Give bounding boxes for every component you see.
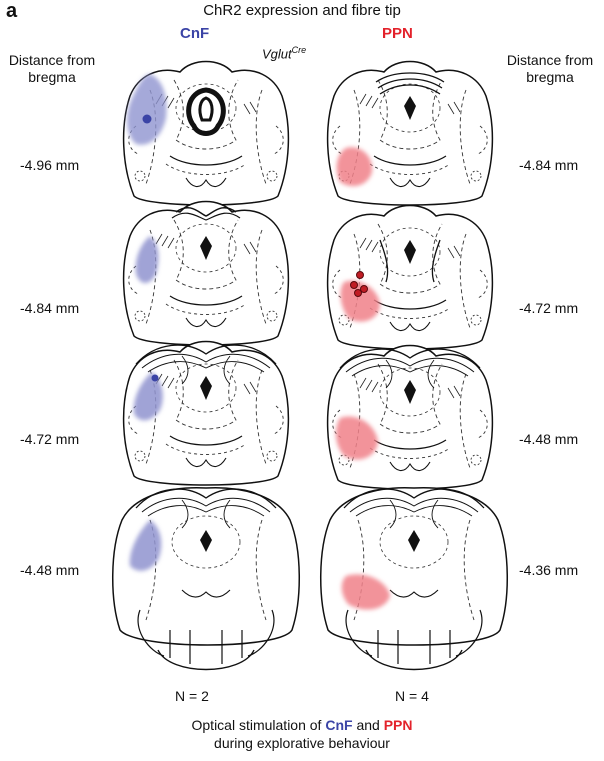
left-level-3: -4.72 mm [20,431,80,447]
caption-ppn: PPN [383,717,413,733]
genotype-label: VglutCre [262,45,306,61]
ppn-fibre-tip-2 [350,281,358,289]
distance-label-left: Distance from bregma [0,52,104,86]
genotype-sup: Cre [291,45,307,55]
figure-caption: Optical stimulation of CnF and PPN durin… [0,716,604,752]
figure-title: ChR2 expression and fibre tip [203,2,401,19]
caption-line2: during explorative behaviour [214,735,390,751]
distance-label-line2: bregma [28,69,76,85]
left-level-2: -4.84 mm [20,300,80,316]
ppn-header: PPN [382,25,413,42]
panel-letter: a [6,0,18,22]
caption-line1: Optical stimulation of CnF and PPN [0,716,604,734]
cnf-expression-4 [129,520,162,571]
cnf-fibre-tip-2 [151,374,159,382]
left-level-1: -4.96 mm [20,157,80,173]
cnf-section-2 [122,200,290,346]
cnf-section-4 [111,487,301,671]
right-level-3: -4.48 mm [519,431,579,447]
genotype-base: Vglut [262,46,292,62]
left-level-4: -4.48 mm [20,562,80,578]
ppn-sample-size: N = 4 [395,688,429,704]
distance-label-line1: Distance from [506,52,594,68]
cnf-expression-3 [133,372,163,421]
cnf-fibre-tip-1 [142,114,152,124]
cnf-expression-2 [135,236,159,283]
ppn-fibre-tip-4 [354,289,362,297]
right-level-1: -4.84 mm [519,157,579,173]
ppn-section-2 [326,204,494,350]
ppn-expression-2 [340,280,380,322]
cnf-header: CnF [180,25,210,42]
ppn-expression-4 [341,574,390,610]
distance-label-line2: bregma [526,69,574,85]
ppn-fibre-tip-3 [360,285,368,293]
distance-label-line1: Distance from [8,52,96,68]
caption-part2: and [352,717,384,733]
ppn-expression-3 [335,416,378,460]
caption-cnf: CnF [325,717,353,733]
caption-part1: Optical stimulation of [191,717,326,733]
ppn-section-1 [326,60,494,206]
right-level-2: -4.72 mm [519,300,579,316]
cnf-sample-size: N = 2 [175,688,209,704]
ppn-fibre-tip-1 [356,271,364,279]
right-level-4: -4.36 mm [519,562,579,578]
cnf-section-1 [122,60,290,206]
ppn-expression-1 [336,147,373,187]
distance-label-right: Distance from bregma [498,52,602,86]
cnf-expression-1 [127,74,167,145]
